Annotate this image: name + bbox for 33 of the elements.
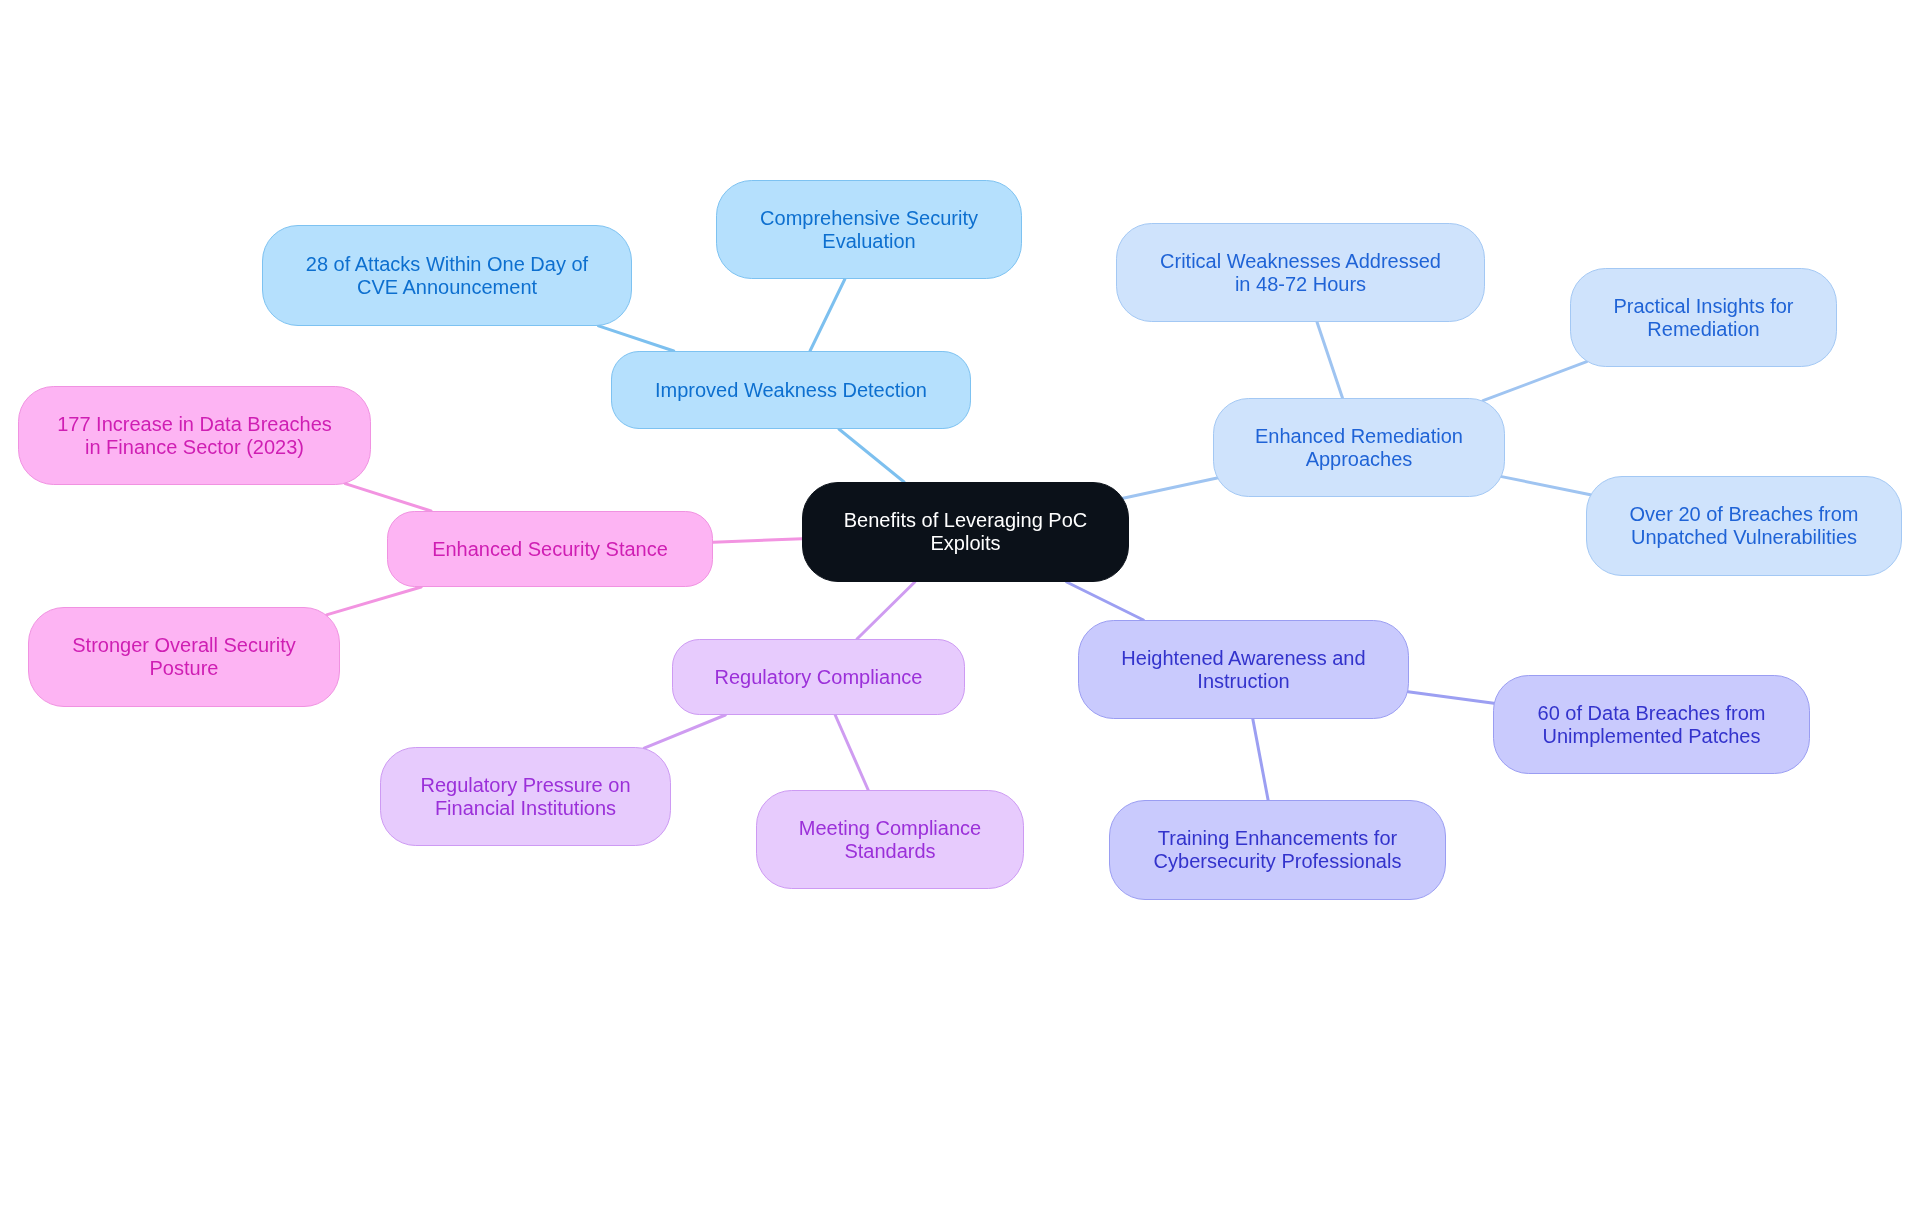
connector-line bbox=[642, 713, 727, 750]
topic-node: Enhanced Remediation Approaches bbox=[1213, 398, 1505, 497]
subtopic-node: Training Enhancements for Cybersecurity Professionals bbox=[1109, 800, 1446, 900]
connector-line bbox=[1500, 475, 1592, 497]
connector-line bbox=[1121, 476, 1219, 500]
connector-line bbox=[808, 277, 847, 353]
connector-line bbox=[325, 585, 423, 617]
topic-node: Enhanced Security Stance bbox=[387, 511, 713, 587]
subtopic-node: Regulatory Pressure on Financial Institutions bbox=[380, 747, 671, 846]
connector-line bbox=[855, 580, 917, 641]
topic-node: Regulatory Compliance bbox=[672, 639, 965, 715]
subtopic-node: Practical Insights for Remediation bbox=[1570, 268, 1837, 367]
subtopic-node: Comprehensive Security Evaluation bbox=[716, 180, 1022, 279]
subtopic-node: Meeting Compliance Standards bbox=[756, 790, 1024, 889]
subtopic-node: 60 of Data Breaches from Unimplemented Patches bbox=[1493, 675, 1810, 774]
connector-line bbox=[711, 537, 804, 544]
subtopic-node: Critical Weaknesses Addressed in 48-72 Hours bbox=[1116, 223, 1485, 322]
connector-line bbox=[837, 427, 906, 484]
subtopic-node: Stronger Overall Security Posture bbox=[28, 607, 340, 707]
subtopic-node: 177 Increase in Data Breaches in Finance Sector (2023) bbox=[18, 386, 371, 485]
connector-line bbox=[1065, 580, 1145, 622]
subtopic-node: 28 of Attacks Within One Day of CVE Announcement bbox=[262, 225, 632, 326]
topic-node: Improved Weakness Detection bbox=[611, 351, 971, 429]
topic-node: Heightened Awareness and Instruction bbox=[1078, 620, 1409, 719]
connector-line bbox=[1315, 320, 1344, 400]
connector-line bbox=[1481, 360, 1589, 403]
connector-line bbox=[833, 713, 870, 792]
connector-line bbox=[1406, 690, 1496, 705]
connector-line bbox=[1251, 717, 1270, 802]
subtopic-node: Over 20 of Breaches from Unpatched Vulnerabilities bbox=[1586, 476, 1902, 576]
connector-line bbox=[343, 482, 433, 513]
connector-line bbox=[597, 324, 676, 353]
central-topic-node: Benefits of Leveraging PoC Exploits bbox=[802, 482, 1129, 582]
